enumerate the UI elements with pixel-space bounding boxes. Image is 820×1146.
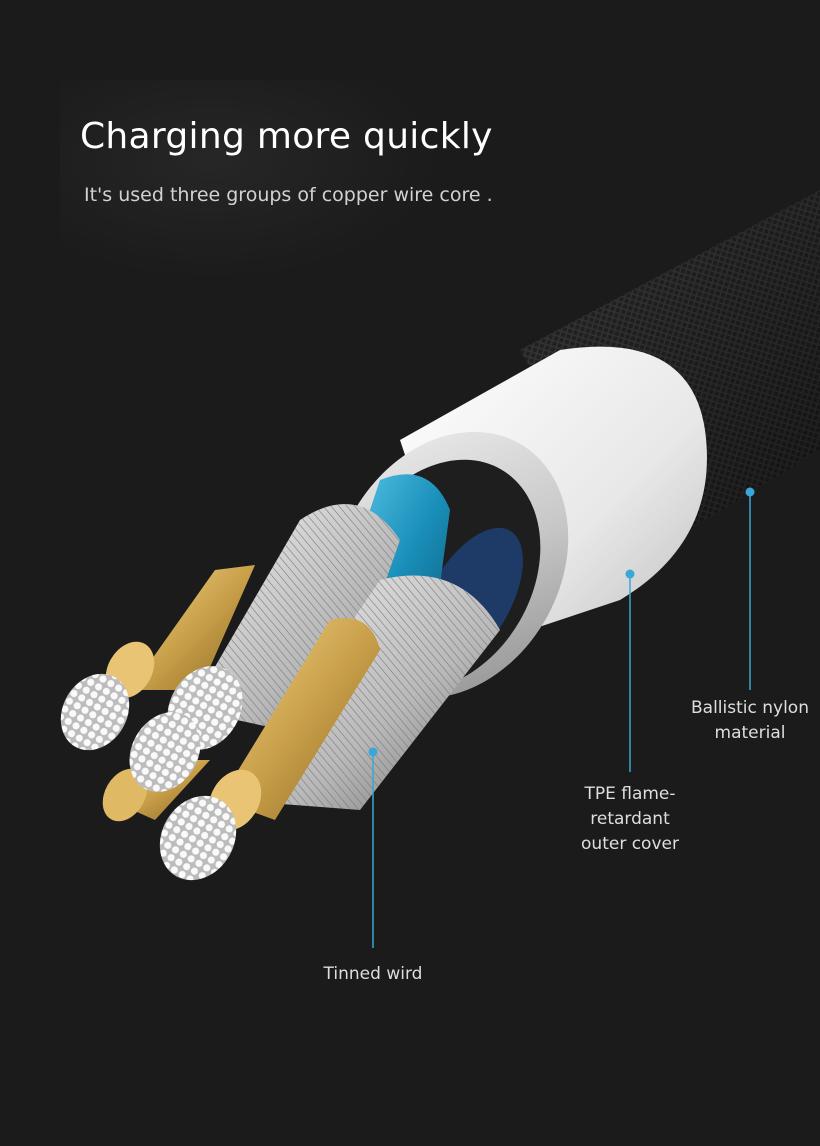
callout-label-line: TPE flame- — [584, 784, 676, 804]
background-glow — [60, 80, 440, 280]
page-subtitle: It's used three groups of copper wire co… — [84, 184, 493, 206]
callout-label-tinned: Tinned wird — [313, 962, 433, 987]
callout-label-line: material — [714, 723, 786, 743]
strand-end-faces — [60, 666, 243, 881]
callout-label-nylon: Ballistic nylon material — [690, 696, 810, 746]
callout-label-tpe: TPE flame- retardant outer cover — [570, 782, 690, 857]
copper-conductors — [102, 565, 380, 831]
callout-label-line: Tinned wird — [323, 964, 423, 984]
callout-tpe — [625, 569, 635, 772]
page-title: Charging more quickly — [80, 116, 493, 157]
callout-tinned — [368, 747, 378, 948]
callout-label-line: outer cover — [581, 834, 679, 854]
callout-nylon — [745, 487, 755, 690]
callout-label-line: Ballistic nylon — [691, 698, 809, 718]
callout-label-line: retardant — [590, 809, 670, 829]
